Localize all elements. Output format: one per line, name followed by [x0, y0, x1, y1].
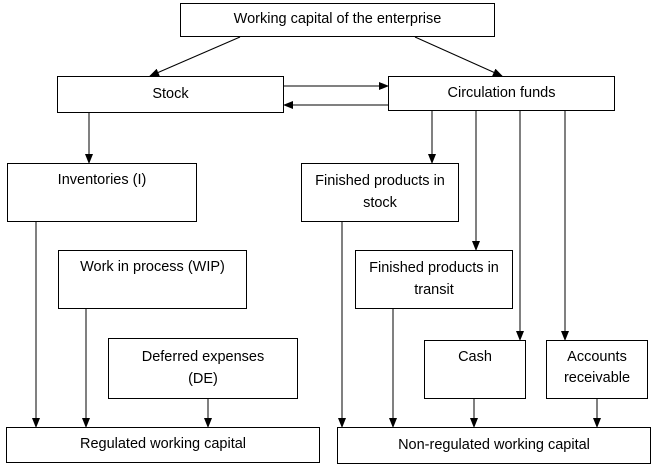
node-deferred-expenses: Deferred expenses (DE)	[108, 338, 298, 399]
node-finished-products-stock-label: Finished products in stock	[315, 173, 445, 211]
node-circulation-funds: Circulation funds	[388, 76, 615, 111]
node-inventories-label: Inventories (I)	[57, 172, 147, 188]
node-inventories: Inventories (I)	[7, 163, 197, 222]
arrow-working-to-circulation	[414, 36, 503, 77]
node-deferred-expenses-label: Deferred expenses (DE)	[141, 349, 265, 387]
node-stock-label: Stock	[152, 85, 189, 102]
node-non-regulated-working-capital: Non-regulated working capital	[337, 427, 651, 464]
node-finished-products-transit: Finished products in transit	[355, 250, 513, 309]
node-work-in-process: Work in process (WIP)	[58, 250, 247, 309]
node-regulated-working-capital-label: Regulated working capital	[79, 436, 247, 453]
node-finished-products-stock: Finished products in stock	[301, 163, 459, 222]
node-working-capital: Working capital of the enterprise	[180, 3, 495, 37]
node-circulation-funds-label: Circulation funds	[447, 84, 556, 101]
arrow-working-to-stock	[149, 36, 241, 77]
node-cash: Cash	[424, 340, 526, 399]
node-cash-label: Cash	[458, 349, 492, 365]
node-stock: Stock	[57, 76, 284, 113]
node-work-in-process-label: Work in process (WIP)	[80, 259, 225, 275]
node-non-regulated-working-capital-label: Non-regulated working capital	[398, 436, 590, 453]
node-accounts-receivable: Accounts receivable	[546, 340, 648, 399]
node-accounts-receivable-label: Accounts receivable	[563, 349, 631, 387]
node-working-capital-label: Working capital of the enterprise	[233, 11, 442, 28]
node-regulated-working-capital: Regulated working capital	[6, 427, 320, 463]
node-finished-products-transit-label: Finished products in transit	[369, 260, 499, 298]
